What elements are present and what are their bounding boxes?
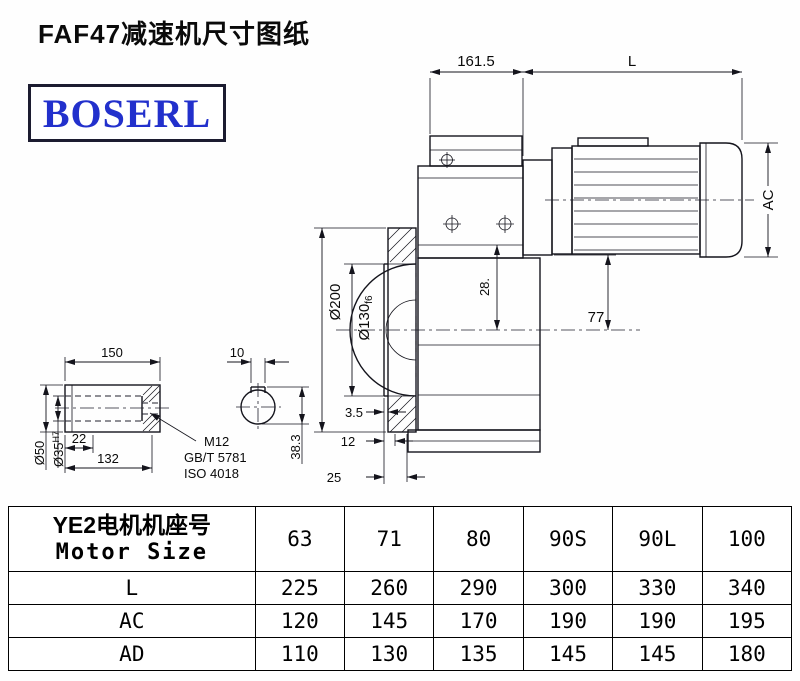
AD-80: 135 <box>433 637 524 671</box>
AC-100: 195 <box>701 604 793 638</box>
header-label-en: Motor Size <box>55 540 209 566</box>
dim-shaft-od: Ø50 <box>32 441 47 466</box>
brand-logo-box: BOSERL <box>28 84 226 142</box>
dim-flange-od: Ø200 <box>327 284 344 321</box>
L-90l: 330 <box>612 571 703 605</box>
motor-size-71: 71 <box>344 506 435 572</box>
AD-71: 130 <box>344 637 435 671</box>
AD-90l: 145 <box>612 637 703 671</box>
table-row-L: L 225 260 290 300 330 340 <box>8 571 793 605</box>
AC-71: 145 <box>344 604 435 638</box>
dim-step-12: 12 <box>341 434 355 449</box>
dim-keyway-depth: 38.3 <box>288 434 303 459</box>
L-90s: 300 <box>522 571 614 605</box>
motor-size-table: YE2电机机座号 Motor Size 63 71 80 90S 90L 100… <box>8 506 793 671</box>
dim-key-width: 10 <box>230 345 244 360</box>
diameter-dimensions: Ø200 Ø130f6 28. 77 <box>314 227 616 433</box>
dim-key-length: 22 <box>72 431 86 446</box>
dim-gear-length: 161.5 <box>457 53 495 70</box>
bottom-dimensions: 3.5 12 25 <box>327 398 425 485</box>
page-title: FAF47减速机尺寸图纸 <box>38 19 311 49</box>
dim-bore-main: Ø35 <box>51 442 66 467</box>
ac-dimension: AC <box>744 142 778 258</box>
dim-bore-length: 132 <box>97 451 119 466</box>
row-label-AD: AD <box>8 637 256 671</box>
keyway-detail: 10 38.3 <box>227 345 309 464</box>
AD-90s: 145 <box>522 637 614 671</box>
table-header-row: YE2电机机座号 Motor Size 63 71 80 90S 90L 100 <box>8 506 793 572</box>
table-row-AD: AD 110 130 135 145 145 180 <box>8 637 793 671</box>
row-label-L: L <box>8 571 256 605</box>
table-header-label-cell: YE2电机机座号 Motor Size <box>8 506 256 572</box>
motor-size-80: 80 <box>433 506 524 572</box>
dim-spigot-depth: 3.5 <box>345 405 363 420</box>
AD-100: 180 <box>701 637 793 671</box>
brand-logo-text: BOSERL <box>42 90 212 136</box>
shaft-detail: 150 22 132 Ø50 Ø35H7 M12 GB/T 5781 ISO 4… <box>32 345 247 481</box>
L-100: 340 <box>701 571 793 605</box>
L-63: 225 <box>254 571 346 605</box>
dim-motor-length: L <box>628 53 636 70</box>
L-80: 290 <box>433 571 524 605</box>
motor-size-90s: 90S <box>522 506 614 572</box>
dim-pilot-tolerance: f6 <box>364 295 375 304</box>
top-dimensions: 161.5 L <box>429 53 743 156</box>
gearbox-housing <box>407 135 541 453</box>
header-label-cn: YE2电机机座号 <box>52 512 212 539</box>
output-flange <box>336 227 640 433</box>
row-label-AC: AC <box>8 604 256 638</box>
dim-center-height: 28. <box>477 278 492 296</box>
L-71: 260 <box>344 571 435 605</box>
AD-63: 110 <box>254 637 346 671</box>
dim-bore-tolerance: H7 <box>51 431 61 443</box>
AC-63: 120 <box>254 604 346 638</box>
dim-bore-diameter: Ø35H7 <box>51 431 66 467</box>
dim-face-to-axis: 77 <box>588 309 605 326</box>
note-standard-iso: ISO 4018 <box>184 466 239 481</box>
motor-size-90l: 90L <box>612 506 703 572</box>
AC-90l: 190 <box>612 604 703 638</box>
motor-size-63: 63 <box>254 506 346 572</box>
note-thread: M12 <box>204 434 229 449</box>
AC-90s: 190 <box>522 604 614 638</box>
dim-pilot-diameter: Ø130f6 <box>356 295 375 340</box>
dim-pilot-main: Ø130 <box>356 304 373 341</box>
dim-step-25: 25 <box>327 470 341 485</box>
motor-assembly <box>522 137 754 258</box>
AC-80: 170 <box>433 604 524 638</box>
dim-motor-ac: AC <box>760 189 777 210</box>
table-row-AC: AC 120 145 170 190 190 195 <box>8 604 793 638</box>
dim-shaft-length: 150 <box>101 345 123 360</box>
motor-size-100: 100 <box>701 506 793 572</box>
note-standard-gb: GB/T 5781 <box>184 450 247 465</box>
